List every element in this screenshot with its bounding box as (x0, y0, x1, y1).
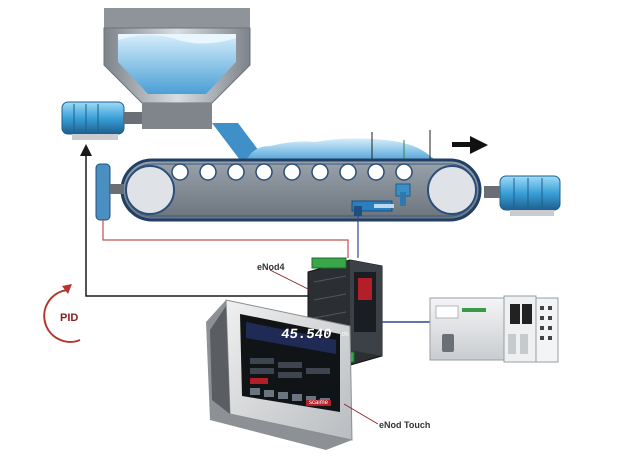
material-on-belt (246, 138, 438, 162)
pid-loop-icon (43, 284, 81, 343)
signal-line (102, 220, 349, 258)
hopper (103, 8, 251, 129)
motor-left (61, 101, 142, 140)
flow-direction-arrow-icon (452, 136, 488, 154)
load-cell-assembly (351, 183, 411, 216)
feedback-line (85, 152, 308, 297)
belt-rollers (171, 163, 413, 181)
material-stream (212, 123, 262, 160)
brand-logo: scaime (306, 400, 332, 406)
speed-encoder (95, 163, 124, 221)
label-enod-touch: eNod Touch (379, 420, 431, 430)
enod-touch-device (206, 299, 353, 450)
plc-controller (429, 295, 559, 363)
touch-screen-unit: t/h (342, 332, 349, 338)
feedback-arrow-icon (80, 144, 92, 156)
conveyor-belt (120, 158, 482, 222)
label-enod4: eNod4 (257, 262, 285, 272)
motor-right (484, 175, 561, 216)
drum-left (125, 165, 175, 215)
touch-screen-value: 45.540 (279, 327, 333, 343)
drum-right (427, 165, 477, 215)
label-pid: PID (60, 312, 79, 324)
